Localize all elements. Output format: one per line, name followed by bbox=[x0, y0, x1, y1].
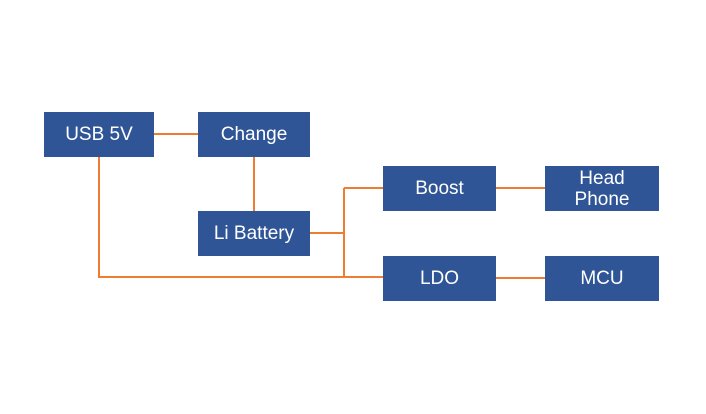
change-label: Change bbox=[220, 123, 288, 145]
ldo-block: LDO bbox=[383, 256, 496, 301]
mcu-block: MCU bbox=[545, 256, 659, 301]
head-phone-label: Head Phone bbox=[574, 167, 630, 210]
ldo-label: LDO bbox=[419, 267, 460, 289]
li-battery-label: Li Battery bbox=[213, 222, 295, 244]
boost-block: Boost bbox=[383, 166, 496, 211]
boost-label: Boost bbox=[415, 177, 464, 199]
head-phone-block: Head Phone bbox=[545, 166, 659, 211]
li-battery-block: Li Battery bbox=[198, 211, 310, 256]
mcu-label: MCU bbox=[580, 267, 624, 289]
change-block: Change bbox=[198, 112, 310, 157]
usb-5v-block: USB 5V bbox=[44, 112, 154, 157]
line-usb-to-bus bbox=[98, 157, 344, 278]
usb-5v-label: USB 5V bbox=[65, 123, 133, 145]
